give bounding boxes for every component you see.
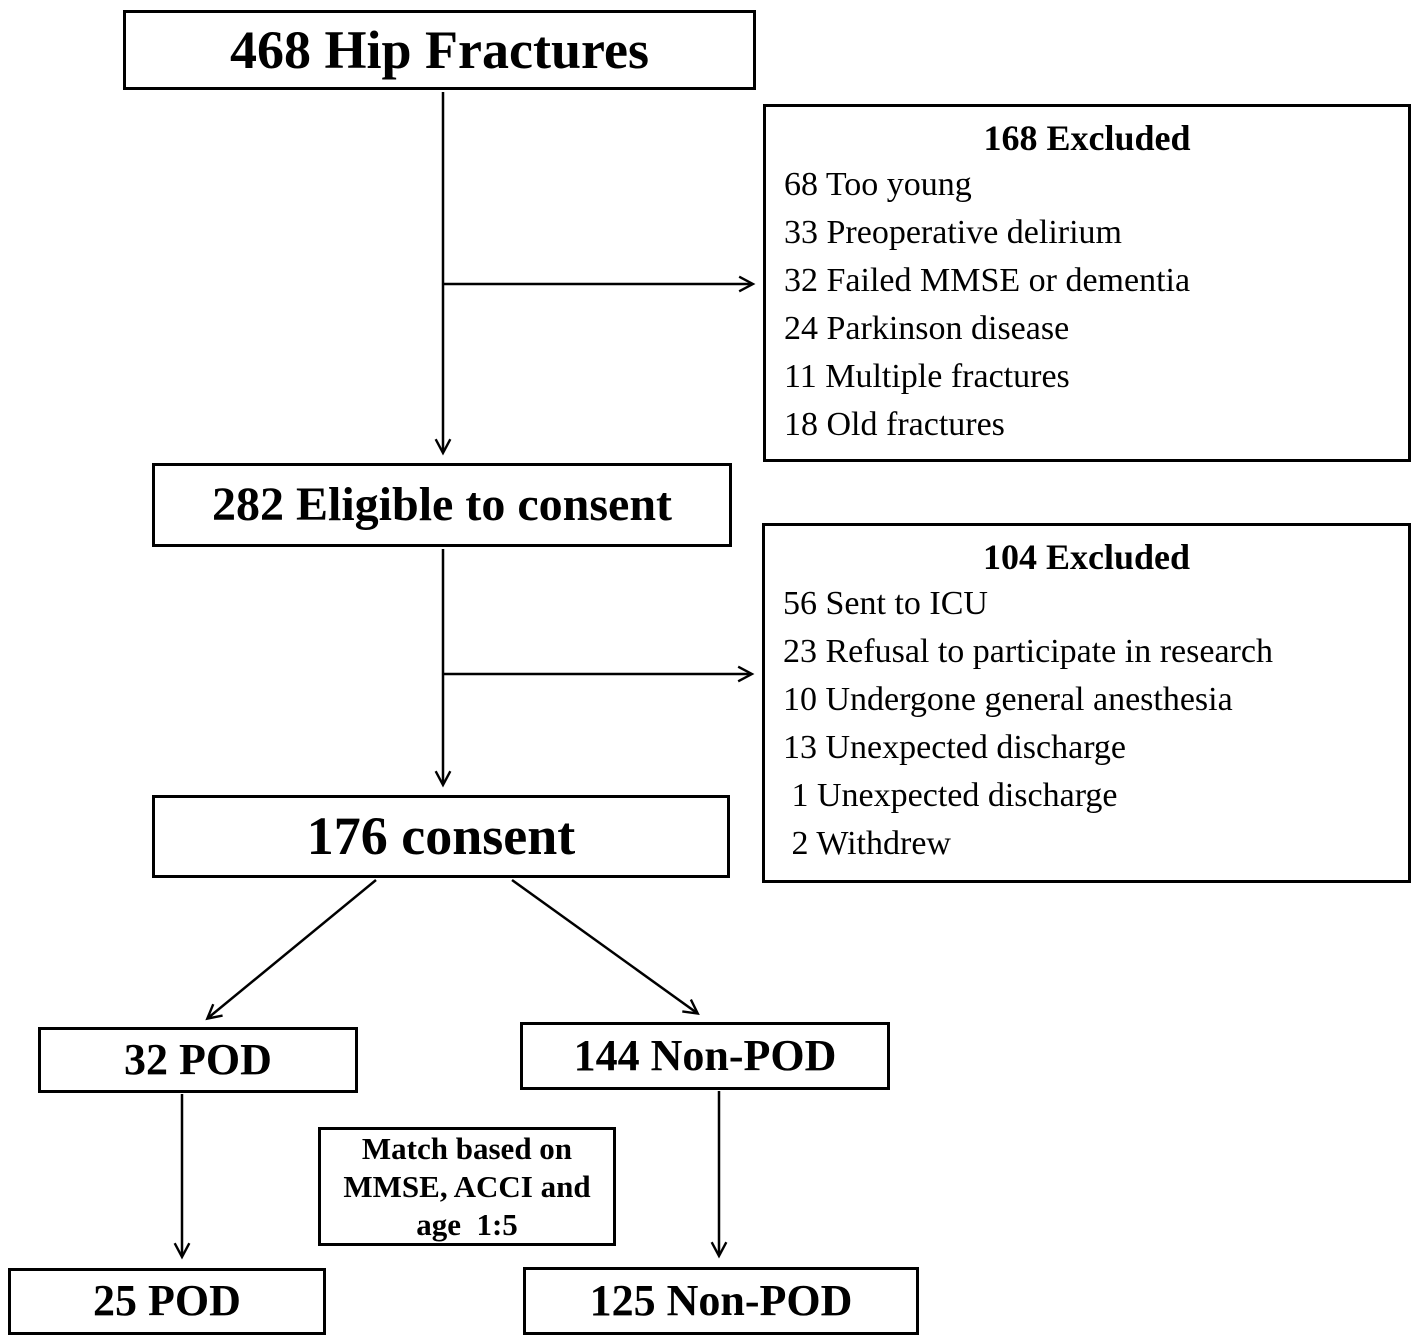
excluded-104-item: 2 Withdrew bbox=[783, 825, 951, 862]
excluded-168-item: 11 Multiple fractures bbox=[784, 358, 1070, 395]
excluded-168-item: 68 Too young bbox=[784, 166, 972, 203]
match-criteria-line: MMSE, ACCI and bbox=[343, 1168, 591, 1204]
excluded-104-item: 23 Refusal to participate in research bbox=[783, 633, 1273, 670]
excluded-168-item: 32 Failed MMSE or dementia bbox=[784, 262, 1191, 299]
hip-fractures-box: 468 Hip Fractures bbox=[123, 10, 756, 90]
match-criteria-line: age 1:5 bbox=[416, 1206, 518, 1242]
match-criteria-box: Match based on MMSE, ACCI and age 1:5 bbox=[318, 1127, 616, 1246]
eligible-label: 282 Eligible to consent bbox=[211, 477, 672, 531]
excluded-104-item: 13 Unexpected discharge bbox=[783, 729, 1127, 766]
excluded-168-item: 24 Parkinson disease bbox=[784, 310, 1070, 347]
excluded-104-title: 104 Excluded bbox=[982, 537, 1191, 577]
excluded-104-item: 1 Unexpected discharge bbox=[783, 777, 1118, 814]
arrow-consent-to-nonpod bbox=[511, 878, 700, 1016]
eligible-box: 282 Eligible to consent bbox=[152, 463, 732, 547]
non-pod-box: 144 Non-POD bbox=[520, 1022, 890, 1090]
excluded-104-box: 104 Excluded 56 Sent to ICU 23 Refusal t… bbox=[762, 523, 1411, 883]
pod-box: 32 POD bbox=[38, 1027, 358, 1093]
non-pod-label: 144 Non-POD bbox=[573, 1030, 837, 1080]
hip-fractures-label: 468 Hip Fractures bbox=[230, 19, 649, 80]
pod-label: 32 POD bbox=[124, 1034, 272, 1084]
excluded-168-title: 168 Excluded bbox=[983, 118, 1191, 158]
non-pod-matched-label: 125 Non-POD bbox=[589, 1275, 853, 1325]
consent-label: 176 consent bbox=[306, 806, 576, 867]
consent-box: 176 consent bbox=[152, 795, 730, 878]
pod-matched-box: 25 POD bbox=[8, 1268, 326, 1335]
pod-matched-label: 25 POD bbox=[93, 1276, 241, 1326]
excluded-168-item: 33 Preoperative delirium bbox=[784, 214, 1123, 251]
excluded-168-box: 168 Excluded 68 Too young 33 Preoperativ… bbox=[763, 104, 1411, 462]
arrow-consent-to-pod bbox=[205, 879, 377, 1021]
match-criteria-line: Match based on bbox=[361, 1130, 573, 1166]
excluded-104-item: 10 Undergone general anesthesia bbox=[783, 681, 1233, 718]
excluded-168-item: 18 Old fractures bbox=[784, 406, 1005, 443]
non-pod-matched-box: 125 Non-POD bbox=[523, 1267, 919, 1335]
excluded-104-item: 56 Sent to ICU bbox=[783, 585, 988, 622]
